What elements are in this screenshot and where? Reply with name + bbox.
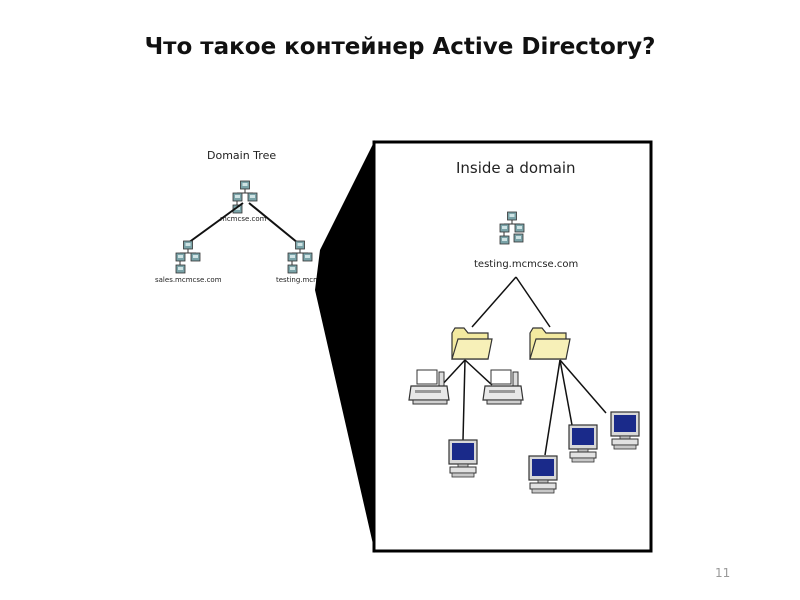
child-domain-label: sales.mcmcse.com: [155, 276, 222, 284]
domain-tree: Domain Tree mcmcse.com sales.mcmcse.com …: [155, 149, 349, 284]
root-domain-label: mcmcse.com: [220, 215, 267, 223]
computer-icon: [528, 455, 558, 494]
folder-icon: [529, 327, 571, 360]
network-icon: [288, 241, 312, 273]
computer-icon: [568, 424, 598, 463]
inside-domain-heading: Inside a domain: [456, 159, 576, 177]
computer-icon: [610, 411, 640, 450]
network-icon: [176, 241, 200, 273]
domain-tree-heading: Domain Tree: [207, 149, 276, 162]
computer-icon: [448, 439, 478, 478]
slide-title: Что такое контейнер Active Directory?: [144, 34, 656, 60]
zoom-wedge: [315, 140, 375, 553]
domain-name-label: testing.mcmcse.com: [474, 259, 578, 270]
child-domain-label: testing.mcmcse.com: [276, 276, 349, 284]
inside-domain-panel: Inside a domain testing.mcmcse.com: [372, 140, 653, 553]
page-number: 11: [715, 566, 731, 580]
folder-icon: [451, 327, 493, 360]
